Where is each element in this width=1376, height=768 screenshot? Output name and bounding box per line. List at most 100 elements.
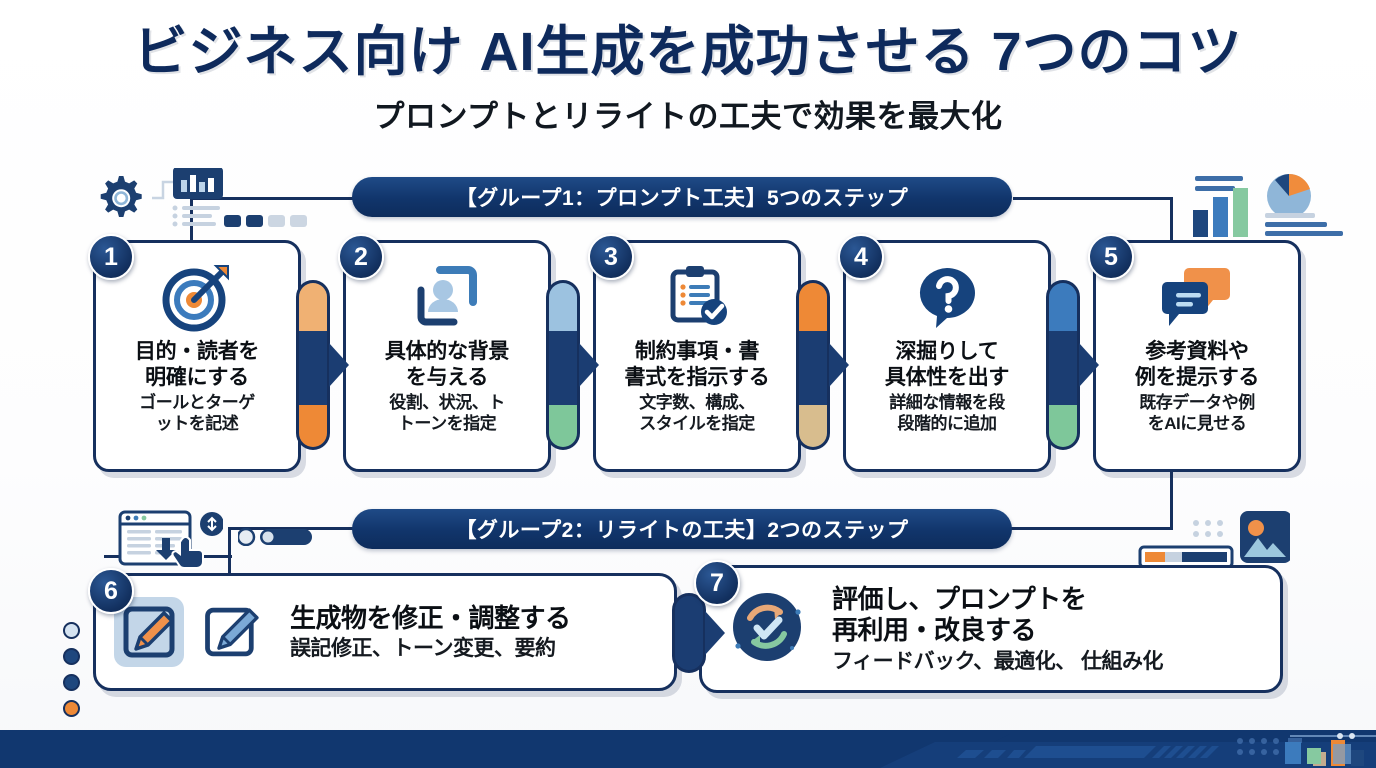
connector-3-4-arrow — [829, 343, 849, 387]
step-card-7[interactable]: 評価し、プロンプトを 再利用・改良する フィードバック、最適化、 仕組み化 — [699, 565, 1283, 693]
card-1-title-line1: 目的・読者を — [134, 340, 260, 363]
connector-1-2 — [296, 280, 330, 450]
image-photo-icon — [1240, 511, 1292, 563]
deco-top-left — [95, 167, 285, 235]
card-3-desc: 文字数、構成、 スタイルを指定 — [639, 393, 755, 434]
connector-1-2-arrow — [329, 343, 349, 387]
gear-icon — [100, 176, 142, 217]
connector-4-5 — [1046, 280, 1080, 450]
card-3-title-line2: 書式を指示する — [624, 365, 770, 389]
card-5-title-line2: 例を提示する — [1134, 365, 1260, 389]
rail-banner2-left — [228, 527, 356, 530]
chat-bubbles-icon — [1162, 268, 1230, 326]
card-2-desc-line1: 役割、状況、ト — [389, 393, 505, 413]
card-1-desc-line1: ゴールとターゲ — [139, 393, 255, 413]
edit-pencil-icon — [114, 597, 184, 667]
step-card-6[interactable]: 生成物を修正・調整する 誤記修正、トーン変更、要約 — [93, 573, 677, 691]
dot-grid-icon — [1193, 520, 1223, 537]
step-badge-5: 5 — [1088, 234, 1134, 280]
card-7-text: 評価し、プロンプトを 再利用・改良する フィードバック、最適化、 仕組み化 — [832, 584, 1164, 674]
card-5-desc: 既存データや例 をAIに見せる — [1139, 393, 1255, 434]
progress-bar-icon — [1138, 545, 1234, 569]
deco-top-right — [1183, 170, 1363, 247]
deco-mid-left — [118, 508, 224, 575]
card-4-title-line1: 深掘りして — [895, 340, 999, 363]
rail-top-right — [1013, 197, 1173, 200]
person-frame-icon — [417, 266, 477, 326]
bottom-bar — [0, 730, 1376, 768]
connector-4-5-arrow — [1079, 343, 1099, 387]
card-4-title-line2: 具体性を出す — [884, 365, 1010, 389]
badge-info-icon — [200, 512, 224, 536]
edit-pencil-outline-icon — [205, 607, 259, 657]
bar-chart-icon — [1193, 176, 1248, 237]
step-card-2[interactable]: 具体的な背景 を与える 役割、状況、ト トーンを指定 — [343, 240, 551, 472]
card-6-text: 生成物を修正・調整する 誤記修正、トーン変更、要約 — [290, 603, 571, 661]
card-1-desc: ゴールとターゲ ットを記述 — [139, 393, 255, 434]
card-2-title-line2: を与える — [405, 365, 489, 389]
step-badge-4: 4 — [838, 234, 884, 280]
step-badge-6: 6 — [88, 568, 134, 614]
deco-mid-right — [1130, 505, 1292, 580]
step-card-3[interactable]: 制約事項・書 書式を指示する 文字数、構成、 スタイルを指定 — [593, 240, 801, 472]
pie-chart-icon — [1267, 173, 1311, 218]
card-7-title-line1: 評価し、プロンプトを — [832, 584, 1087, 615]
step-card-1[interactable]: 目的・読者を 明確にする ゴールとターゲ ットを記述 — [93, 240, 301, 472]
card-6-desc: 誤記修正、トーン変更、要約 — [290, 637, 556, 660]
list-lines-icon — [172, 205, 220, 227]
connector-6-7 — [672, 593, 706, 673]
left-accent-dots — [63, 622, 80, 717]
connector-2-3 — [546, 280, 580, 450]
page-title: ビジネス向け AI生成を成功させる 7つのコツ — [133, 22, 1243, 82]
chart-panel-icon — [173, 167, 223, 199]
step-badge-2: 2 — [338, 234, 384, 280]
card-2-icon — [410, 259, 484, 335]
card-5-icon — [1155, 259, 1239, 335]
step-card-4[interactable]: 深掘りして 具体性を出す 詳細な情報を段 段階的に追加 — [843, 240, 1051, 472]
connector-3-4 — [796, 280, 830, 450]
card-1-title: 目的・読者を 明確にする — [134, 339, 260, 390]
card-7-title-line2: 再利用・改良する — [832, 615, 1037, 646]
card-3-title: 制約事項・書 書式を指示する — [625, 339, 770, 390]
card-4-icon — [910, 259, 984, 335]
clipboard-check-icon — [670, 266, 727, 325]
connector-2-3-arrow — [579, 343, 599, 387]
hand-cursor-icon — [171, 536, 204, 569]
refresh-check-icon — [733, 592, 801, 661]
card-2-title-line1: 具体的な背景 — [384, 340, 510, 363]
page-subtitle: プロンプトとリライトの工夫で効果を最大化 — [373, 98, 1003, 134]
card-2-title: 具体的な背景 を与える — [384, 339, 510, 390]
header-block: ビジネス向け AI生成を成功させる 7つのコツ プロンプトとリライトの工夫で効果… — [0, 24, 1376, 136]
browser-window-icon — [118, 510, 192, 566]
card-7-title: 評価し、プロンプトを 再利用・改良する — [832, 584, 1163, 646]
card-1-title-line2: 明確にする — [145, 365, 249, 389]
rail-top-left — [190, 197, 365, 200]
step-badge-3: 3 — [588, 234, 634, 280]
card-3-desc-line1: 文字数、構成、 — [639, 393, 755, 413]
group2-banner: 【グループ2：リライトの工夫】2つのステップ — [352, 509, 1012, 549]
card-4-desc-line2: 段階的に追加 — [897, 413, 998, 433]
card-7-icon — [716, 582, 818, 677]
card-6-icon — [110, 591, 276, 673]
question-bubble-icon — [919, 268, 975, 328]
card-5-title-line1: 参考資料や — [1145, 340, 1249, 363]
card-4-desc: 詳細な情報を段 段階的に追加 — [889, 393, 1005, 434]
card-3-icon — [660, 259, 734, 335]
card-5-desc-line1: 既存データや例 — [1139, 393, 1255, 413]
deco-pills-top — [224, 213, 314, 234]
card-5-desc-line2: をAIに見せる — [1147, 413, 1247, 433]
card-7-desc: フィードバック、最適化、 仕組み化 — [832, 649, 1164, 673]
card-3-title-line1: 制約事項・書 — [634, 340, 760, 363]
card-1-desc-line2: ットを記述 — [155, 413, 239, 433]
text-lines-icon — [1265, 213, 1343, 236]
step-card-5[interactable]: 参考資料や 例を提示する 既存データや例 をAIに見せる — [1093, 240, 1301, 472]
card-5-title: 参考資料や 例を提示する — [1134, 339, 1260, 390]
card-3-desc-line2: スタイルを指定 — [639, 413, 755, 433]
target-arrow-icon — [162, 265, 229, 332]
group1-banner: 【グループ1：プロンプト工夫】5つのステップ — [352, 177, 1012, 217]
card-4-desc-line1: 詳細な情報を段 — [889, 393, 1005, 413]
card-2-desc: 役割、状況、ト トーンを指定 — [389, 393, 505, 434]
step-badge-7: 7 — [694, 560, 740, 606]
connector-6-7-arrow — [705, 611, 725, 655]
